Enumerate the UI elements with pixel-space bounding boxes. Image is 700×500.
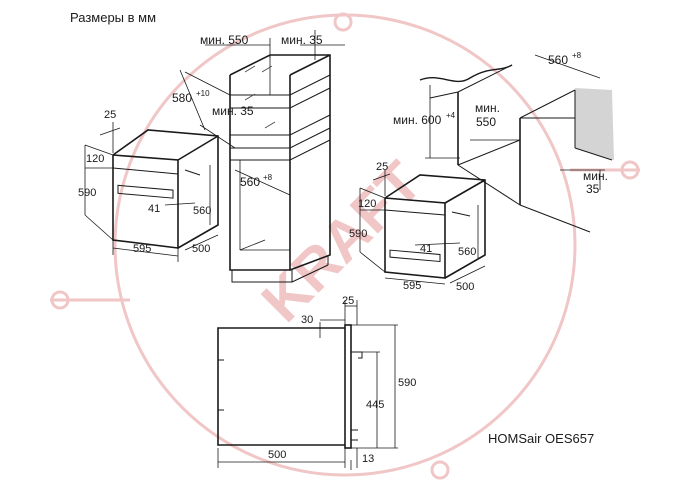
- undercounter-drawing: [419, 54, 614, 233]
- side-500-label: 500: [268, 449, 286, 461]
- oven-right-595-label: 595: [403, 280, 421, 292]
- undercounter-min-550-value: 550: [476, 115, 496, 129]
- undercounter-560-tolerance: +8: [572, 51, 582, 60]
- tower-580-label: 580: [172, 91, 192, 105]
- tower-min-550-label: мин. 550: [200, 33, 249, 47]
- oven-left-500-label: 500: [192, 243, 210, 255]
- oven-right-drawing: [359, 170, 486, 285]
- oven-left-590-label: 590: [78, 187, 96, 199]
- oven-left-120-label: 120: [86, 153, 104, 165]
- undercounter-min-600-label: мин. 600: [393, 113, 442, 127]
- oven-right-500-label: 500: [456, 281, 474, 293]
- side-25-label: 25: [342, 295, 354, 307]
- oven-right-590-label: 590: [349, 228, 367, 240]
- oven-right-41-label: 41: [420, 243, 432, 255]
- tower-min-35-label: мин. 35: [281, 33, 323, 47]
- units-caption: Размеры в мм: [70, 10, 156, 25]
- side-445-label: 445: [366, 399, 384, 411]
- undercounter-min-600-tolerance: +4: [446, 111, 456, 120]
- oven-right-560-label: 560: [458, 246, 476, 258]
- oven-left-595-label: 595: [133, 243, 151, 255]
- watermark-dot-left: [50, 290, 70, 310]
- undercounter-min-35-prefix: мин.: [583, 169, 608, 183]
- oven-left-drawing: [84, 122, 219, 262]
- oven-left-560-label: 560: [193, 205, 211, 217]
- tower-560-tolerance: +8: [263, 173, 273, 182]
- watermark-dot-right: [620, 160, 640, 180]
- oven-left-41-label: 41: [148, 203, 160, 215]
- side-view-drawing: [217, 300, 398, 470]
- undercounter-min-35-value: 35: [586, 182, 600, 196]
- watermark-dot-top: [333, 12, 353, 32]
- oven-right-25-label: 25: [376, 161, 388, 173]
- tower-inner-min-35-label: мин. 35: [212, 104, 254, 118]
- oven-right-120-label: 120: [358, 198, 376, 210]
- oven-left-25-label: 25: [104, 109, 116, 121]
- side-30-label: 30: [301, 314, 313, 326]
- undercounter-560-label: 560: [548, 53, 568, 67]
- watermark-dot-bottom: [430, 460, 450, 480]
- tall-cabinet-drawing: [179, 30, 345, 283]
- undercounter-min-550-prefix: мин.: [475, 101, 500, 115]
- model-name: HOMSair OES657: [488, 431, 594, 446]
- side-13-label: 13: [362, 453, 374, 465]
- tower-580-tolerance: +10: [196, 89, 210, 98]
- tower-560-label: 560: [240, 175, 260, 189]
- side-590-label: 590: [398, 377, 416, 389]
